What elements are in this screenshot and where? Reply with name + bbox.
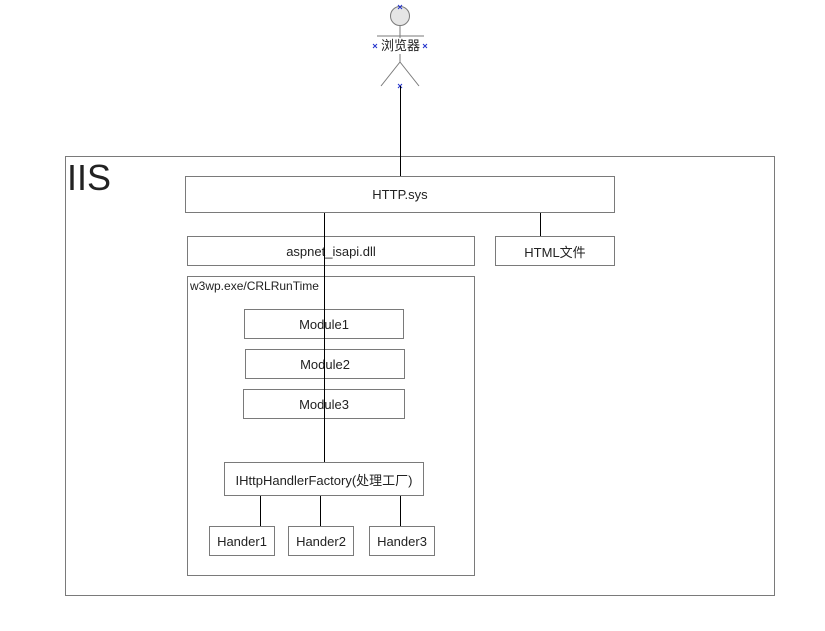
iis-container: [65, 156, 775, 596]
actor-left-leg: [380, 61, 401, 87]
w3wp-label: w3wp.exe/CRLRunTime: [190, 279, 319, 293]
actor-figure: [377, 6, 424, 87]
handler1-box[interactable]: Hander1: [209, 526, 275, 556]
html-file-box[interactable]: HTML文件: [495, 236, 615, 266]
handler-factory-box[interactable]: IHttpHandlerFactory(处理工厂): [224, 462, 424, 496]
aspnet-isapi-box[interactable]: aspnet_isapi.dll: [187, 236, 475, 266]
iis-label: IIS: [67, 157, 112, 198]
actor-head: [390, 6, 410, 26]
handler3-box[interactable]: Hander3: [369, 526, 435, 556]
actor-right-leg: [399, 61, 420, 87]
http-sys-box[interactable]: HTTP.sys: [185, 176, 615, 213]
w3wp-container: [187, 276, 475, 576]
handler2-box[interactable]: Hander2: [288, 526, 354, 556]
actor-label: 浏览器: [380, 38, 422, 54]
